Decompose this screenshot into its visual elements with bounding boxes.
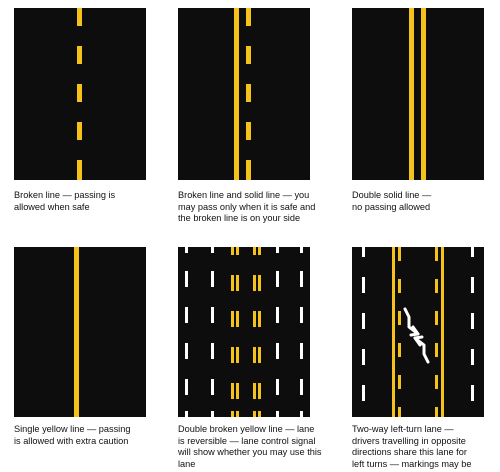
opposite-left-turn-arrow-head-icon [413,335,424,347]
left-turn-arrow-icon [403,307,420,336]
opposite-left-turn-arrow-icon [413,336,430,364]
caption-broken-and-solid-line: Broken line and solid line — you may pas… [178,190,316,223]
caption-broken-line: Broken line — passing is allowed when sa… [14,190,116,212]
white-lane-dashes-outer [362,247,474,401]
yellow-solid-line-left [392,247,395,417]
caption-double-solid-line: Double solid line — no passing allowed [352,190,432,212]
road-broken-and-solid-line [178,8,310,180]
yellow-broken-line [246,8,251,180]
road-single-yellow-line [14,247,146,417]
road-double-broken-yellow-line [178,247,310,417]
yellow-solid-line [234,8,239,180]
yellow-solid-line-right [441,247,444,417]
road-broken-line [14,8,146,180]
road-two-way-left-turn-lane [352,247,484,417]
caption-single-yellow-line: Single yellow line — passing is allowed … [14,424,131,446]
white-lane-dashes-right [276,247,303,417]
yellow-double-broken-line-right [253,247,261,417]
yellow-double-solid-line [409,8,426,180]
white-lane-dashes-left [185,247,214,417]
yellow-broken-line-left [398,247,401,417]
caption-double-broken-yellow-line: Double broken yellow line — lane is reve… [178,424,322,469]
yellow-double-broken-line-left [231,247,239,417]
left-turn-arrow-head-icon [409,325,420,337]
road-double-solid-line [352,8,484,180]
caption-two-way-left-turn-lane: Two-way left-turn lane — drivers travell… [352,424,472,469]
yellow-broken-center-line [77,8,82,180]
yellow-broken-line-right [435,247,438,417]
yellow-solid-center-line [74,247,79,417]
